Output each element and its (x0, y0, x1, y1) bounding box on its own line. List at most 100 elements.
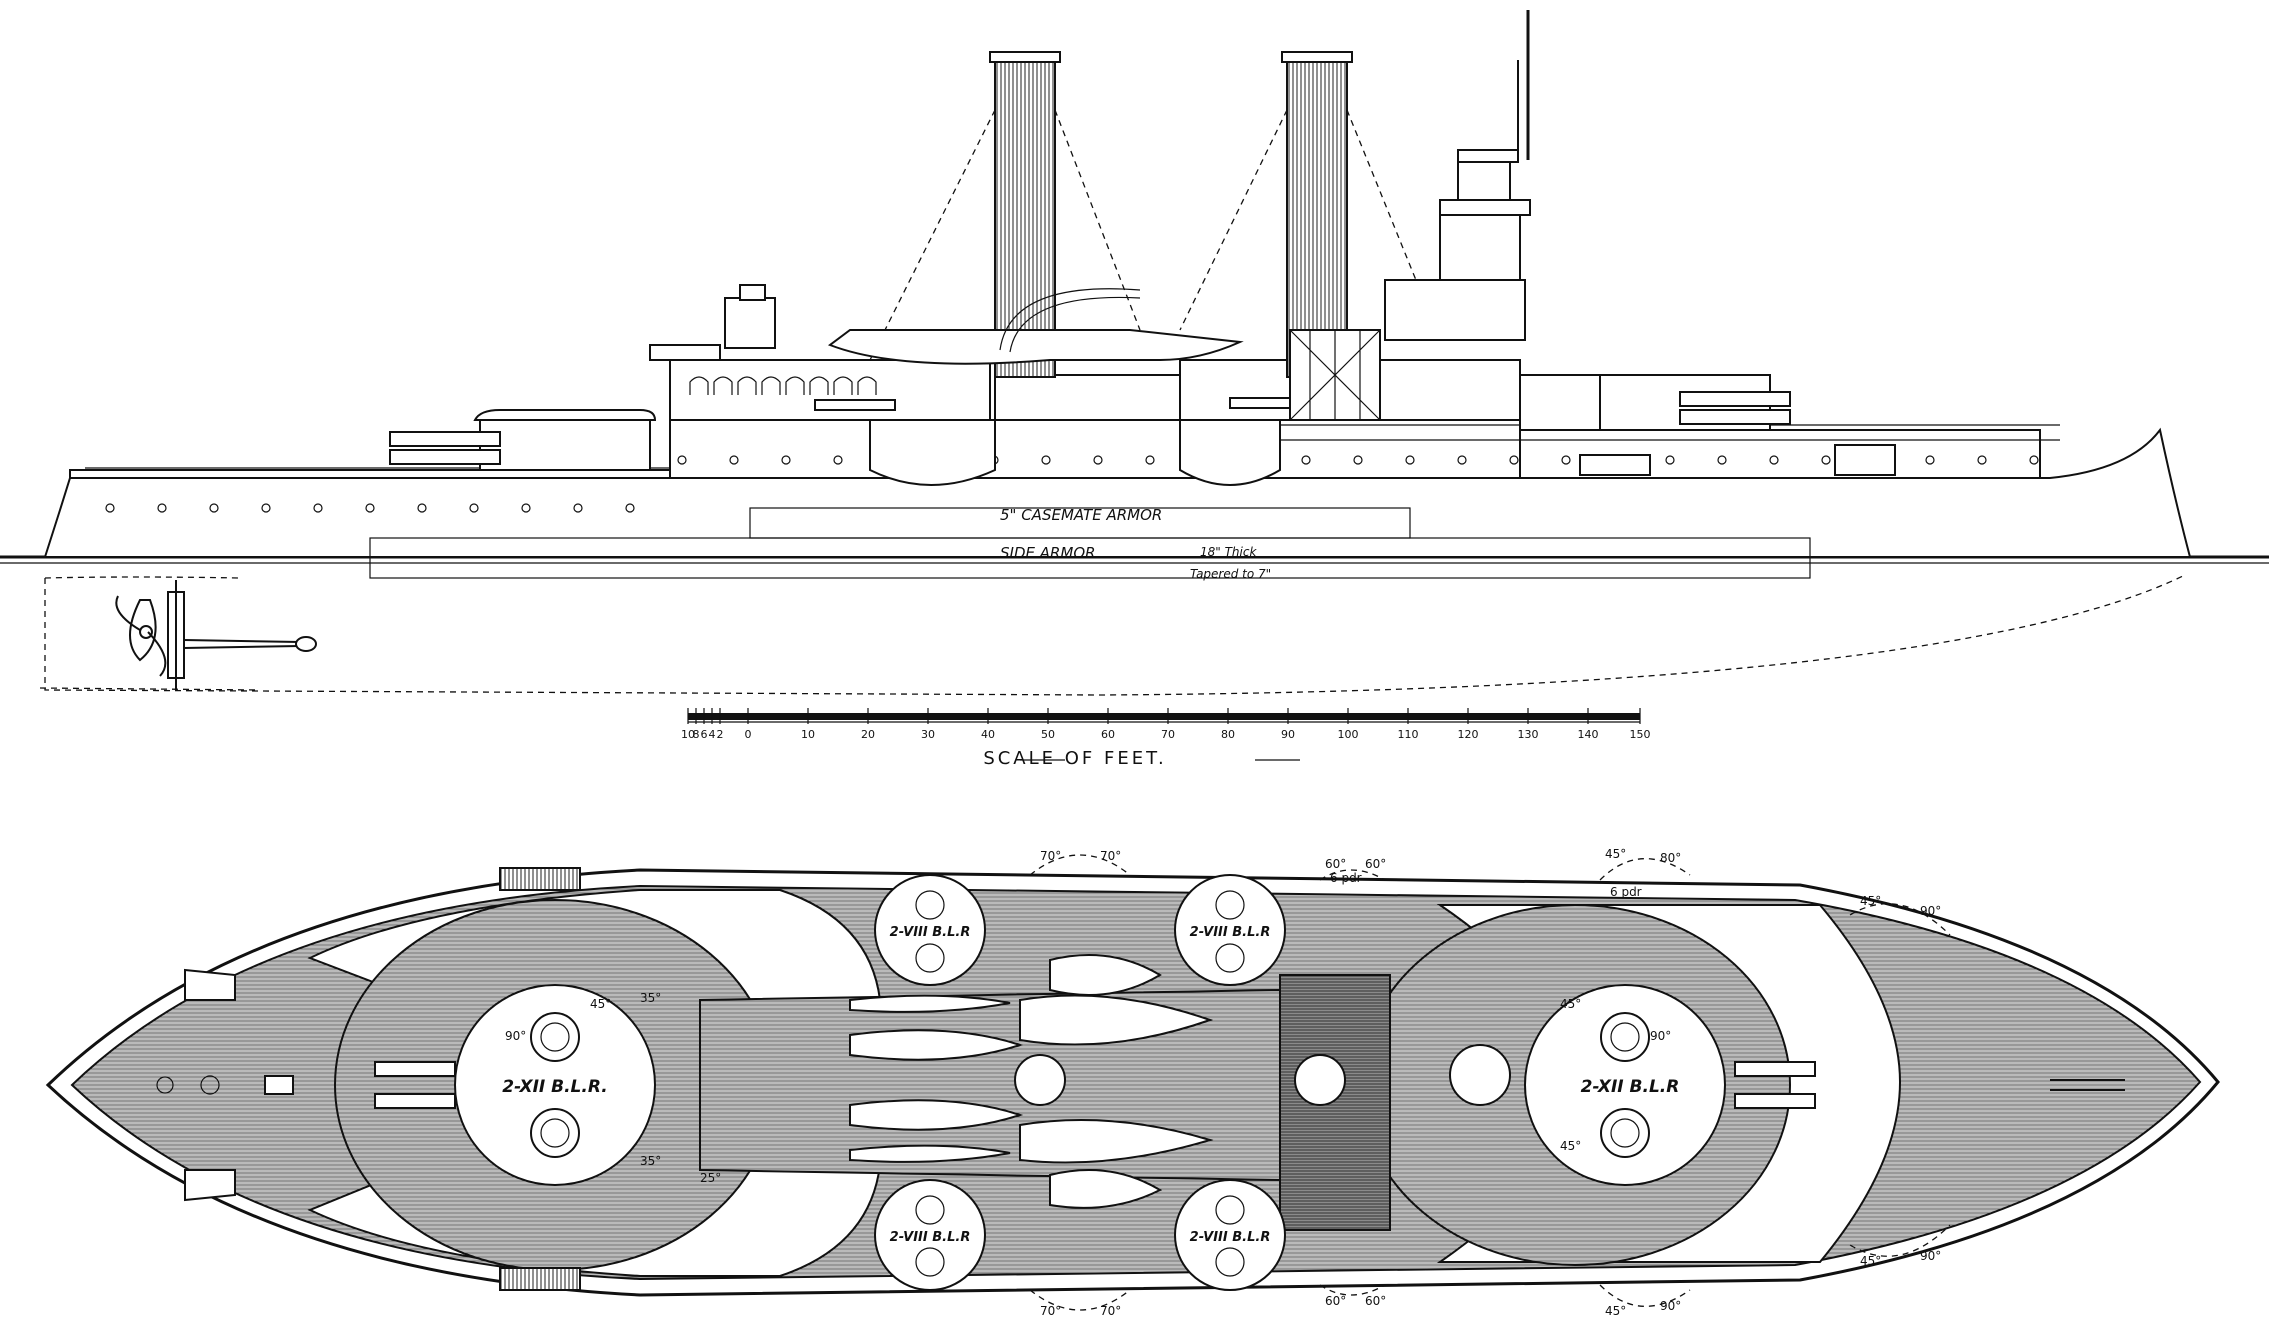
svg-text:80°: 80° (1660, 851, 1681, 865)
turret-stbd-aft: 2-VIII B.L.R (1174, 1179, 1286, 1291)
svg-text:60°: 60° (1365, 857, 1386, 871)
propeller-icon (115, 595, 167, 677)
aft-funnel (1286, 54, 1348, 378)
boat-3 (849, 994, 1011, 1013)
svg-text:45°: 45° (1860, 894, 1881, 908)
porthole (1405, 455, 1415, 465)
porthole (1093, 455, 1103, 465)
porthole (677, 455, 687, 465)
side-profile: 5" CASEMATE ARMOR SIDE ARMOR 18" Thick T… (0, 10, 2269, 696)
side-armor-label: SIDE ARMOR (1000, 544, 1096, 562)
porthole (1301, 455, 1311, 465)
porthole (1509, 455, 1519, 465)
hull-profile (43, 427, 2192, 558)
scale-tick-label: 110 (1398, 728, 1419, 741)
scale-tick-label: 10 (681, 728, 695, 741)
scale-tick-label: 100 (1338, 728, 1359, 741)
porthole (1769, 455, 1779, 465)
scale-tick-label: 4 (709, 728, 716, 741)
boat-profile (827, 329, 1244, 365)
scale-tick-label: 60 (1101, 728, 1115, 741)
porthole (1665, 455, 1675, 465)
porthole (625, 503, 635, 513)
boat-1 (1049, 954, 1162, 996)
svg-text:2-VIII B.L.R: 2-VIII B.L.R (890, 1230, 971, 1245)
svg-text:70°: 70° (1100, 1304, 1121, 1318)
rudder-icon (167, 580, 185, 690)
scale-tick-label: 20 (861, 728, 875, 741)
porthole (261, 503, 271, 513)
svg-text:45°: 45° (1560, 1139, 1581, 1153)
svg-text:45°: 45° (590, 997, 611, 1011)
svg-text:6 pdr: 6 pdr (1610, 885, 1642, 899)
svg-text:2-VIII B.L.R: 2-VIII B.L.R (890, 925, 971, 940)
boat-6 (849, 1144, 1011, 1163)
porthole (105, 503, 115, 513)
propeller-shaft (183, 636, 317, 652)
svg-text:25°: 25° (700, 1171, 721, 1185)
scale-tick-label: 140 (1578, 728, 1599, 741)
svg-text:60°: 60° (1325, 1294, 1346, 1308)
scale-tick-label: 2 (717, 728, 724, 741)
casemate-block (669, 419, 1521, 479)
boat-5 (849, 1099, 1024, 1131)
svg-text:2-VIII B.L.R: 2-VIII B.L.R (1190, 1230, 1271, 1245)
svg-text:6 pdr: 6 pdr (1330, 871, 1362, 885)
porthole (209, 503, 219, 513)
scale-tick-label: 0 (745, 728, 752, 741)
porthole (157, 503, 167, 513)
svg-text:90°: 90° (505, 1029, 526, 1043)
turret-port-fore: 2-VIII B.L.R (874, 874, 986, 986)
porthole (573, 503, 583, 513)
scale-tick-label: 120 (1458, 728, 1479, 741)
porthole (417, 503, 427, 513)
porthole (1925, 455, 1935, 465)
svg-text:2-VIII B.L.R: 2-VIII B.L.R (1190, 925, 1271, 940)
svg-text:45°: 45° (1560, 997, 1581, 1011)
porthole (729, 455, 739, 465)
turret-port-aft: 2-VIII B.L.R (1174, 874, 1286, 986)
turret-stbd-fore: 2-VIII B.L.R (874, 1179, 986, 1291)
boat-4 (849, 1029, 1024, 1061)
scale-tick-label: 40 (981, 728, 995, 741)
porthole (469, 503, 479, 513)
porthole (1717, 455, 1727, 465)
porthole (521, 503, 531, 513)
porthole (1457, 455, 1467, 465)
svg-text:45°: 45° (1605, 1304, 1626, 1318)
fore-main-turret-label: 2-XII B.L.R. (502, 1077, 607, 1097)
porthole (1977, 455, 1987, 465)
fore-main-turret (454, 984, 656, 1186)
svg-text:90°: 90° (1920, 1249, 1941, 1263)
svg-text:35°: 35° (640, 1154, 661, 1168)
casemate-armor-label: 5" CASEMATE ARMOR (1000, 506, 1162, 524)
aft-main-turret (1524, 984, 1726, 1186)
scale-tick-label: 80 (1221, 728, 1235, 741)
thickness-label: 18" Thick (1200, 545, 1257, 559)
porthole (1041, 455, 1051, 465)
porthole (1353, 455, 1363, 465)
porthole (1145, 455, 1155, 465)
scale-tick-label: 30 (921, 728, 935, 741)
svg-text:70°: 70° (1100, 849, 1121, 863)
svg-text:60°: 60° (1325, 857, 1346, 871)
svg-text:70°: 70° (1040, 1304, 1061, 1318)
svg-text:90°: 90° (1660, 1299, 1681, 1313)
scale-tick-label: 6 (701, 728, 708, 741)
boat-8 (1049, 1169, 1163, 1209)
scale-tick-label: 70 (1161, 728, 1175, 741)
scale-title: SCALE OF FEET. (983, 748, 1166, 769)
taper-label: Tapered to 7" (1190, 567, 1271, 581)
aft-main-turret-label: 2-XII B.L.R (1581, 1077, 1680, 1097)
scale-tick-label: 130 (1518, 728, 1539, 741)
boat-2 (1019, 994, 1214, 1046)
svg-text:35°: 35° (640, 991, 661, 1005)
fore-funnel (994, 54, 1056, 378)
svg-text:70°: 70° (1040, 849, 1061, 863)
porthole (833, 455, 843, 465)
svg-text:45°: 45° (1860, 1254, 1881, 1268)
porthole (365, 503, 375, 513)
fore-main-turret-profile (479, 419, 651, 471)
